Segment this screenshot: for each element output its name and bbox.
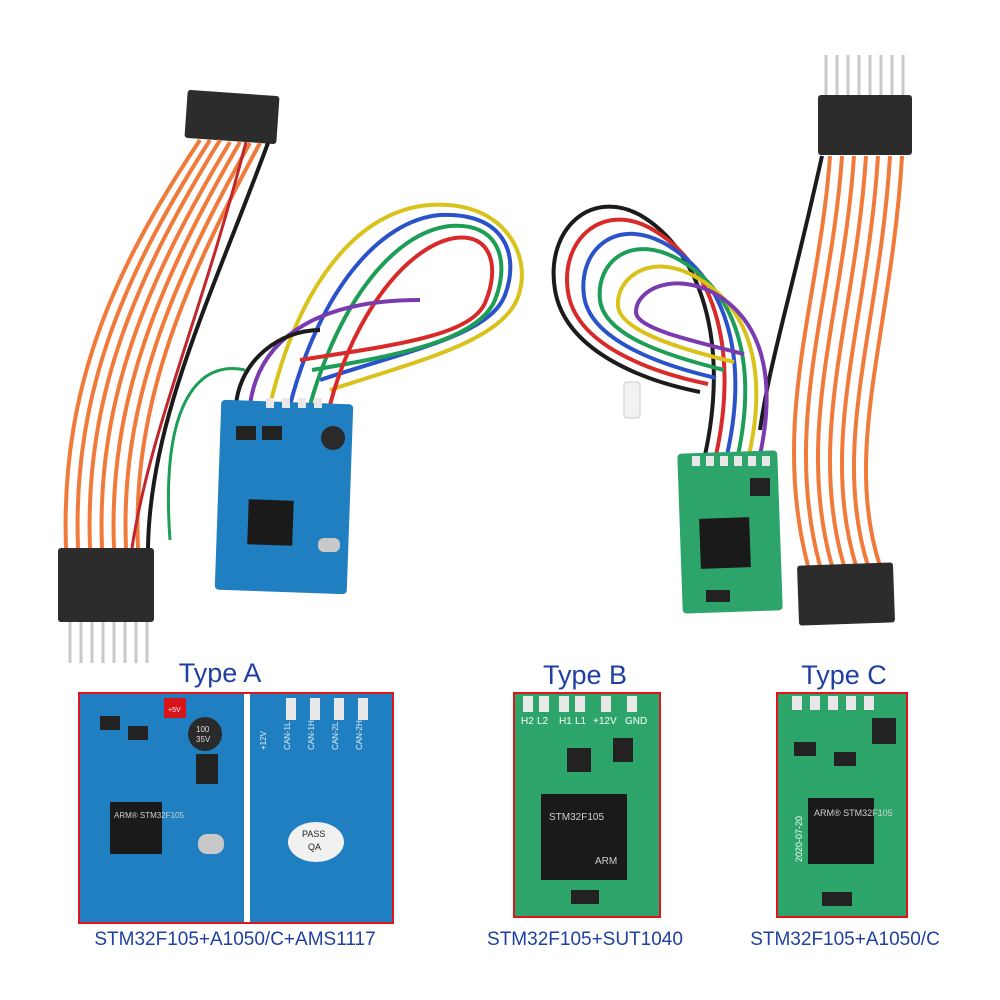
svg-text:CAN-2L: CAN-2L — [331, 721, 340, 750]
type-a-board-photo — [214, 398, 354, 595]
svg-text:H2: H2 — [521, 716, 534, 727]
type-a-title: Type A — [178, 658, 262, 688]
type-c-caption: STM32F105+A1050/C — [750, 929, 940, 950]
svg-text:L2: L2 — [537, 716, 549, 727]
svg-text:CAN-1L: CAN-1L — [283, 721, 292, 750]
type-c-board-image: ARM® STM32F105 2020-07-20 — [778, 694, 906, 916]
sticker-pass: PASS — [302, 829, 325, 839]
right-colored-loop-wires — [551, 204, 769, 456]
type-b-caption: STM32F105+SUT1040 — [487, 929, 683, 950]
type-a-caption: STM32F105+A1050/C+AMS1117 — [94, 929, 376, 950]
type-c-panel: ARM® STM32F105 2020-07-20 — [776, 692, 908, 918]
type-c-date: 2020-07-20 — [794, 816, 804, 862]
type-b-board-image: H2 L2 H1 L1 +12V GND STM32F105 ARM — [515, 694, 659, 916]
capacitor-label: 100 — [196, 725, 210, 734]
chip-label: ARM® STM32F105 — [114, 811, 184, 820]
type-b-pin-labels: H2 L2 H1 L1 +12V GND — [521, 716, 647, 727]
svg-text:+12V: +12V — [259, 730, 268, 750]
svg-text:CAN-2H: CAN-2H — [355, 720, 364, 750]
type-b-title: Type B — [542, 660, 628, 690]
svg-text:GND: GND — [625, 716, 647, 727]
type-c-chip-label: ARM® STM32F105 — [814, 808, 893, 818]
svg-text:CAN-1H: CAN-1H — [307, 720, 316, 750]
type-b-panel: H2 L2 H1 L1 +12V GND STM32F105 ARM — [513, 692, 661, 918]
type-c-title: Type C — [801, 660, 887, 690]
right-ribbon-cable — [758, 55, 912, 626]
sticker-qa: QA — [308, 842, 321, 852]
svg-text:+12V: +12V — [593, 716, 617, 727]
left-ribbon-cable — [58, 90, 280, 663]
type-a-boards-image: ARM® STM32F105 100 35V +5V +12V CAN-1L C… — [80, 694, 392, 922]
back-pin-labels: +12V CAN-1L CAN-1H CAN-2L CAN-2H — [259, 720, 364, 750]
svg-text:H1: H1 — [559, 716, 572, 727]
capacitor-label-2: 35V — [196, 735, 211, 744]
type-b-arm-logo: ARM — [595, 856, 617, 867]
type-b-chip-label: STM32F105 — [549, 812, 604, 823]
left-colored-loop-wires — [234, 202, 524, 406]
type-a-panel: ARM® STM32F105 100 35V +5V +12V CAN-1L C… — [78, 692, 394, 924]
svg-text:L1: L1 — [575, 716, 587, 727]
type-c-board-photo — [677, 450, 783, 614]
voltage-label: +5V — [168, 707, 181, 714]
